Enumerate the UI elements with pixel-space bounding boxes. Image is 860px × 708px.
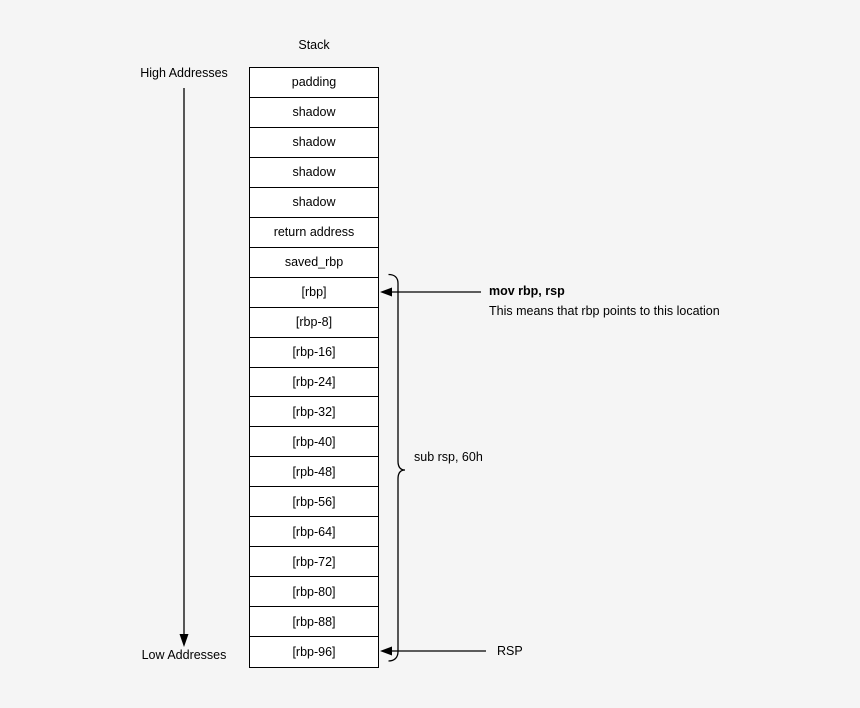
stack-cell: saved_rbp [250, 247, 378, 278]
rsp-label: RSP [497, 644, 523, 658]
stack-cell: [rbp-16] [250, 337, 378, 368]
rsp-pointer-arrow [380, 646, 486, 656]
stack-cell: [rbp-40] [250, 427, 378, 458]
stack-cell: [rbp-56] [250, 487, 378, 518]
stack-cell: shadow [250, 187, 378, 218]
sub-rsp-label: sub rsp, 60h [414, 450, 483, 464]
stack-cell: shadow [250, 127, 378, 158]
rbp-pointer-arrow [380, 287, 481, 297]
low-addresses-label: Low Addresses [141, 648, 227, 662]
mov-instruction-label: mov rbp, rsp [489, 284, 565, 298]
stack-cell: [rbp-24] [250, 367, 378, 398]
stack-cell: [rbp-80] [250, 577, 378, 608]
stack-cell: [rbp] [250, 277, 378, 308]
stack-cell: [rbp-96] [250, 637, 378, 667]
stack-cell: padding [250, 68, 378, 98]
stack-cell: return address [250, 217, 378, 248]
high-addresses-label: High Addresses [140, 66, 228, 80]
stack-cell: shadow [250, 97, 378, 128]
stack-cell: [rbp-32] [250, 397, 378, 428]
stack-cell: [rpb-48] [250, 457, 378, 488]
stack-cell: [rbp-64] [250, 517, 378, 548]
high-to-low-arrow [179, 88, 189, 647]
mov-description-label: This means that rbp points to this locat… [489, 304, 720, 318]
stack-cell: [rbp-72] [250, 547, 378, 578]
diagram-title: Stack [298, 38, 330, 52]
sub-rsp-span-brace [388, 273, 406, 662]
stack-cell: [rbp-88] [250, 607, 378, 638]
stack-cell: shadow [250, 157, 378, 188]
stack-cell: [rbp-8] [250, 307, 378, 338]
